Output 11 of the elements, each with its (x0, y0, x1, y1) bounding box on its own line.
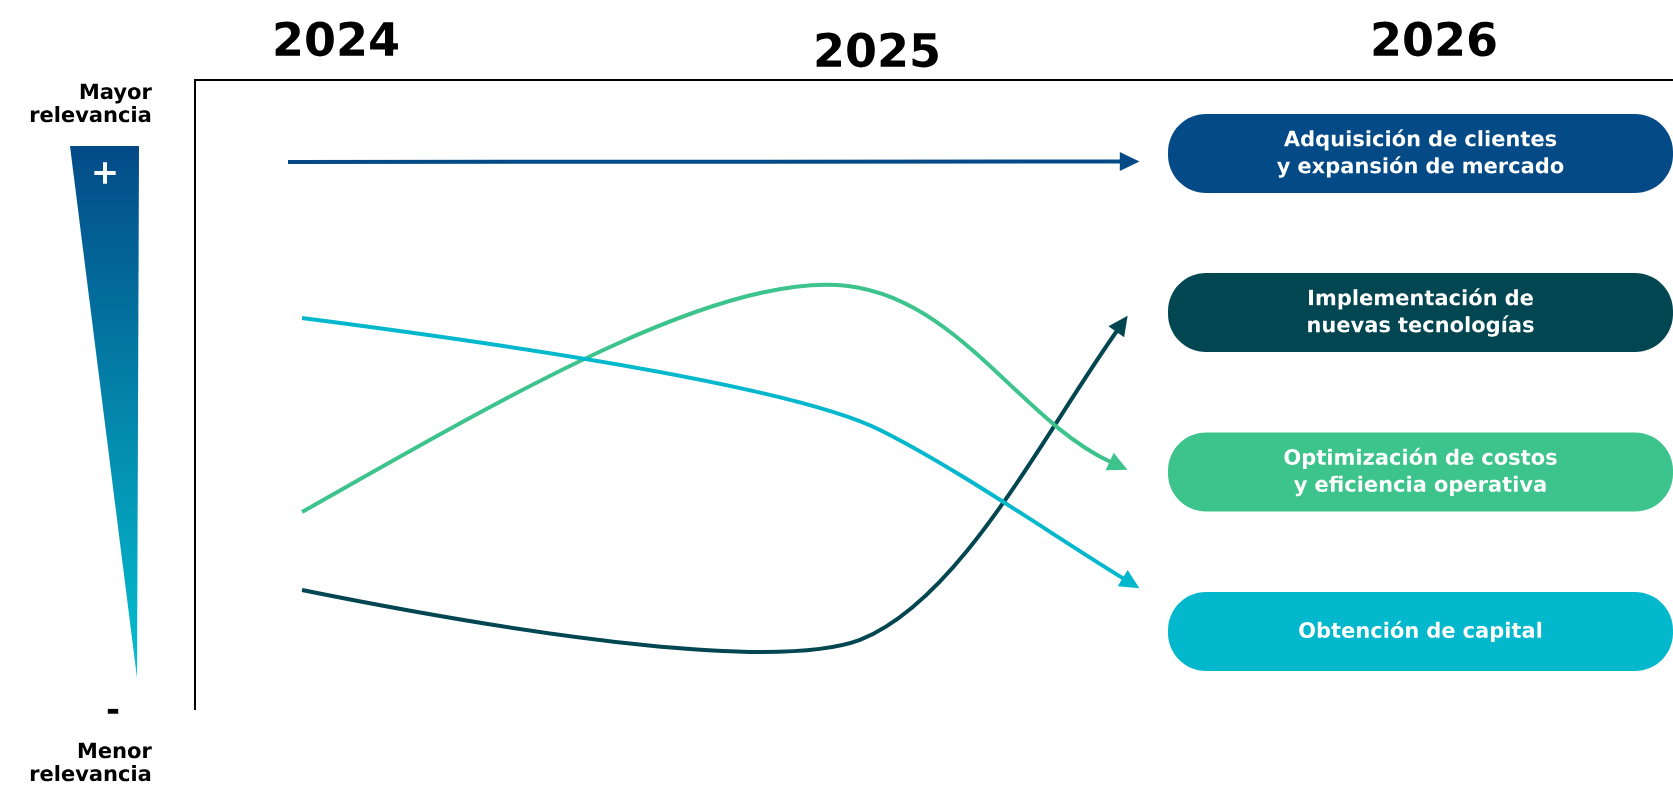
year-label: 2025 (816, 32, 938, 68)
year-label: 2024 (275, 21, 398, 57)
year-label: 2026 (1373, 21, 1496, 57)
minus-sign: - (107, 708, 119, 714)
plus-sign: + (94, 162, 116, 184)
category-box: Adquisición de clientes y expansión de mercado (1168, 114, 1673, 193)
category-box: Obtención de capital (1168, 592, 1673, 671)
category-box: Optimización de costos y eficiencia operativa (1168, 432, 1673, 512)
axis-label: Mayor relevancia (30, 83, 152, 123)
axis-label: Menor relevancia (30, 742, 152, 782)
category-box: Implementación de nuevas tecnologías (1168, 273, 1673, 352)
